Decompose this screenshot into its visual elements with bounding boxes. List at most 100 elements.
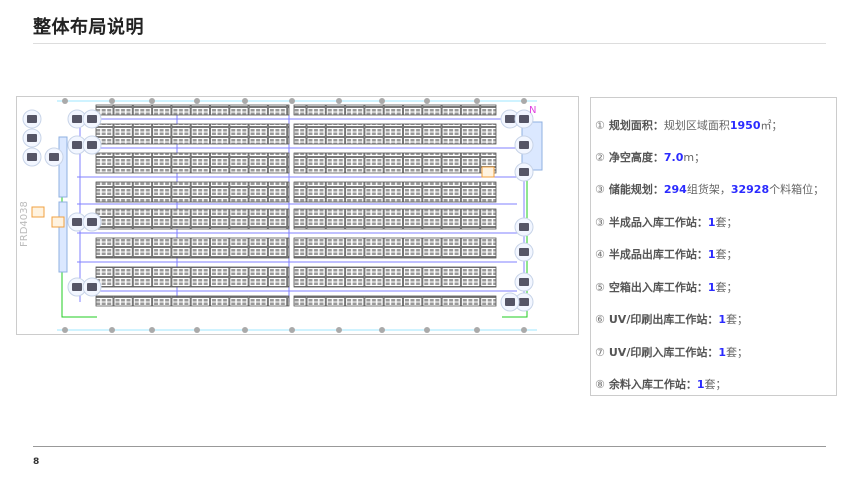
page-title: 整体布局说明: [33, 17, 144, 38]
column-marker: [149, 98, 155, 104]
item-label: 空箱出入库工作站：: [608, 281, 708, 294]
column-marker: [242, 327, 248, 333]
robot-icon: [27, 115, 37, 123]
item-post: m；: [683, 151, 706, 164]
item-label: UV/印刷入库工作站：: [608, 346, 719, 359]
item-value: 1: [707, 216, 716, 229]
column-marker: [242, 98, 248, 104]
item-num: ①: [595, 119, 605, 132]
item-pre: 规划区域面积: [663, 119, 730, 132]
column-marker: [474, 98, 480, 104]
item-num: ⑦: [595, 346, 605, 359]
column-marker: [521, 98, 527, 104]
column-marker: [149, 327, 155, 333]
rack-row: [95, 208, 290, 230]
robot-icon: [72, 115, 82, 123]
robot-icon: [519, 168, 529, 176]
item-post: 套；: [715, 216, 738, 229]
workstation: [58, 136, 68, 198]
station-box: [481, 166, 495, 178]
item-value: 1: [707, 248, 716, 261]
rack-row: [293, 208, 497, 230]
drawing-side-label: FRD4038: [19, 201, 30, 247]
item-label: 储能规划：: [608, 183, 664, 196]
item-num: ②: [595, 151, 605, 164]
column-marker: [424, 98, 430, 104]
rack-row: [95, 104, 290, 116]
column-marker: [109, 327, 115, 333]
column-marker: [521, 327, 527, 333]
item-value: 294: [663, 183, 687, 196]
item-post: 套；: [715, 248, 738, 261]
robot-icon: [519, 278, 529, 286]
column-marker: [289, 327, 295, 333]
robot-icon: [27, 134, 37, 142]
robot-icon: [87, 283, 97, 291]
column-marker: [424, 327, 430, 333]
item-num: ③: [595, 216, 605, 229]
column-marker: [474, 327, 480, 333]
rack-row: [293, 152, 497, 174]
robot-icon: [72, 218, 82, 226]
title-divider: [33, 43, 826, 44]
item-label: 净空高度：: [608, 151, 664, 164]
rack-row: [95, 295, 290, 307]
column-marker: [194, 98, 200, 104]
rack-row: [95, 181, 290, 203]
item-label: UV/印刷出库工作站：: [608, 313, 719, 326]
rack-row: [95, 237, 290, 259]
item-post: 套；: [726, 346, 748, 359]
item-value: 1: [707, 281, 716, 294]
column-marker: [379, 327, 385, 333]
rack-row: [293, 266, 497, 288]
station-box: [51, 216, 65, 228]
item-num: ③: [595, 183, 605, 196]
item-num: ⑧: [595, 378, 605, 391]
column-marker: [194, 327, 200, 333]
robot-icon: [49, 153, 59, 161]
robot-icon: [87, 218, 97, 226]
column-marker: [289, 98, 295, 104]
robot-icon: [87, 141, 97, 149]
robot-icon: [519, 223, 529, 231]
warehouse-layout-drawing: FRD4038 N: [16, 96, 579, 335]
robot-icon: [27, 153, 37, 161]
rack-row: [293, 181, 497, 203]
item-label: 半成品入库工作站：: [608, 216, 708, 229]
item-post2: 个料箱位；: [769, 183, 825, 196]
column-marker: [62, 98, 68, 104]
column-marker: [109, 98, 115, 104]
column-marker: [62, 327, 68, 333]
layout-plan-svg: FRD4038 N: [19, 98, 543, 333]
column-marker: [336, 327, 342, 333]
item-value: 7.0: [663, 151, 684, 164]
column-marker: [336, 98, 342, 104]
item-post: 套；: [726, 313, 748, 326]
station-box: [31, 206, 45, 218]
page-number: 8: [33, 457, 40, 467]
north-label: N: [529, 105, 536, 116]
footer-divider: [33, 446, 826, 447]
rack-row: [95, 123, 290, 145]
rack-row: [95, 152, 290, 174]
rack-row: [293, 237, 497, 259]
item-value: 1: [718, 346, 726, 359]
item-value: 1: [718, 313, 726, 326]
robot-icon: [72, 141, 82, 149]
robot-icon: [519, 298, 529, 306]
robot-icon: [505, 115, 515, 123]
item-num: ④: [595, 248, 605, 261]
rack-row: [293, 104, 497, 116]
item-label: 余料入库工作站：: [608, 378, 697, 391]
item-num: ⑥: [595, 313, 605, 326]
workstation: [58, 201, 68, 273]
